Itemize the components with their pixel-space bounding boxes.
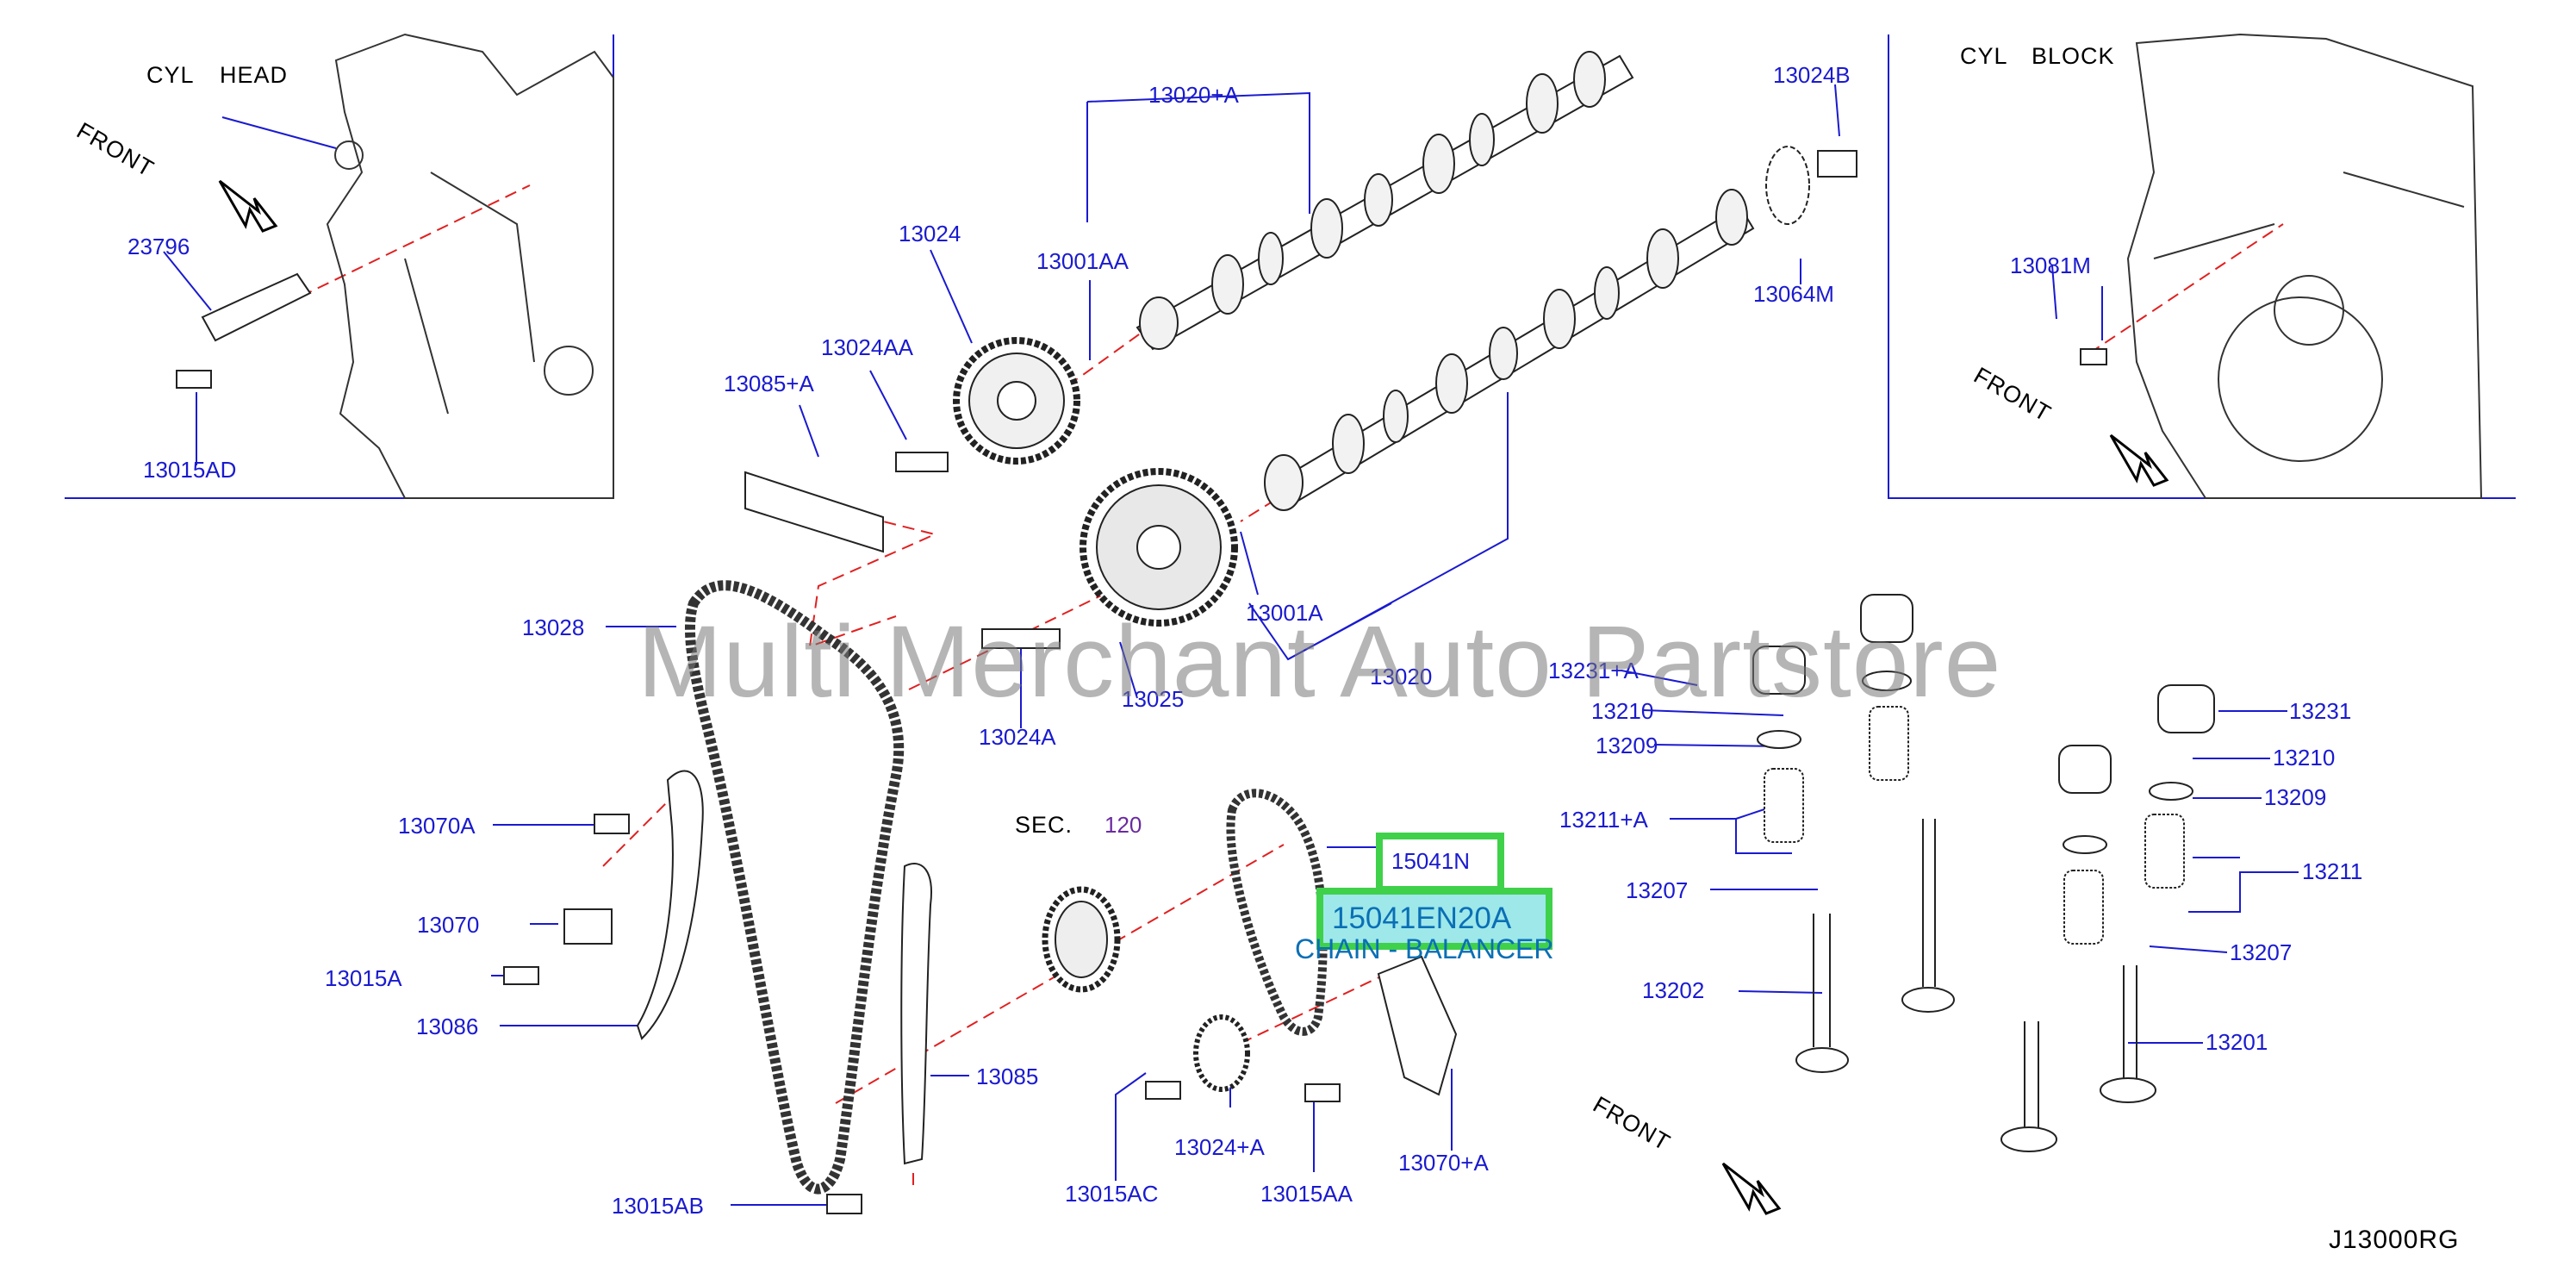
part-13081m[interactable]: 13081M xyxy=(2010,253,2091,278)
crank-sprocket xyxy=(1193,1014,1250,1092)
chain-guide-13085 xyxy=(900,863,932,1165)
highlight-description: CHAIN - BALANCER xyxy=(1295,933,1554,964)
cyl-block-label-a: CYL xyxy=(1960,43,2008,69)
cylinder-head-sketch xyxy=(326,33,614,499)
part-13231[interactable]: 13231 xyxy=(2289,698,2352,724)
part-13064m[interactable]: 13064M xyxy=(1753,281,1834,307)
retainer-plate xyxy=(1765,146,1810,225)
part-13210[interactable]: 13210 xyxy=(1591,698,1654,724)
chain-guide-13085a xyxy=(744,471,884,553)
part-13070[interactable]: 13070 xyxy=(417,912,480,938)
vtc-solenoid xyxy=(201,272,312,342)
balancer-tensioner xyxy=(1377,955,1458,1096)
part-13015aa[interactable]: 13015AA xyxy=(1260,1181,1353,1207)
part-13024aa[interactable]: 13024AA xyxy=(821,334,913,360)
part-13024a[interactable]: 13024A xyxy=(979,724,1056,750)
cyl-head-label-a: CYL xyxy=(146,62,195,88)
cam-sprocket xyxy=(953,337,1080,465)
highlight-part-number: 15041N xyxy=(1391,848,1471,874)
part-13015ab[interactable]: 13015AB xyxy=(612,1193,704,1219)
part-13015ad[interactable]: 13015AD xyxy=(143,457,237,483)
vtc-sprocket xyxy=(1080,468,1238,627)
part-13025[interactable]: 13025 xyxy=(1122,686,1185,712)
part-13209-b[interactable]: 13209 xyxy=(2264,784,2327,810)
camshaft-upper xyxy=(1136,51,1634,351)
part-13231a[interactable]: 13231+A xyxy=(1548,658,1639,683)
part-13024b[interactable]: 13024B xyxy=(1773,62,1851,88)
part-13201[interactable]: 13201 xyxy=(2206,1029,2268,1055)
part-13015a[interactable]: 13015A xyxy=(325,965,402,991)
chain-guide-13086 xyxy=(636,770,704,1040)
part-13001aa[interactable]: 13001AA xyxy=(1036,248,1129,274)
sec-number[interactable]: 120 xyxy=(1104,812,1142,838)
chain-tensioner-13070 xyxy=(563,908,613,945)
part-13024a-2[interactable]: 13024+A xyxy=(1174,1134,1265,1160)
part-13070a-2[interactable]: 13070+A xyxy=(1398,1150,1489,1176)
part-13001a[interactable]: 13001A xyxy=(1246,600,1323,626)
front-arrow-icon-3 xyxy=(1721,1162,1782,1215)
bolts xyxy=(176,150,2107,1214)
highlight-oem-box[interactable]: 15041EN20A xyxy=(1316,888,1552,950)
front-arrow-icon xyxy=(218,179,278,233)
part-13070a[interactable]: 13070A xyxy=(398,813,476,839)
part-13086[interactable]: 13086 xyxy=(416,1014,479,1039)
cyl-block-inset-frame xyxy=(1888,34,2516,499)
timing-chain xyxy=(685,580,905,1195)
cylinder-block-sketch xyxy=(2126,33,2483,499)
part-13020a[interactable]: 13020+A xyxy=(1148,82,1239,108)
part-13015ac[interactable]: 13015AC xyxy=(1065,1181,1159,1207)
watermark: Multi Merchant Auto Partstore xyxy=(638,605,2002,719)
part-13210-b[interactable]: 13210 xyxy=(2273,745,2336,771)
part-13207-b[interactable]: 13207 xyxy=(2230,939,2293,965)
front-arrows xyxy=(218,179,2169,1215)
part-13085[interactable]: 13085 xyxy=(976,1064,1039,1089)
part-13085a[interactable]: 13085+A xyxy=(724,371,814,396)
part-13209[interactable]: 13209 xyxy=(1596,733,1658,758)
balancer-gear xyxy=(1042,886,1121,993)
cyl-block-label-b: BLOCK xyxy=(2032,43,2115,69)
part-13211a[interactable]: 13211+A xyxy=(1559,807,1648,833)
highlight-part-box[interactable]: 15041N xyxy=(1376,833,1504,893)
valve-train xyxy=(1752,594,2215,1152)
cyl-head-label-b: HEAD xyxy=(220,62,289,88)
diagram-code: J13000RG xyxy=(2329,1226,2460,1254)
part-13028[interactable]: 13028 xyxy=(522,615,585,640)
part-13207[interactable]: 13207 xyxy=(1626,877,1689,903)
sec-label: SEC. xyxy=(1015,812,1073,838)
part-13020[interactable]: 13020 xyxy=(1370,664,1433,689)
front-arrow-icon-2 xyxy=(2109,434,2169,487)
part-13024[interactable]: 13024 xyxy=(899,221,961,246)
balancer-chain xyxy=(1226,789,1328,1036)
camshaft-lower xyxy=(1264,189,1755,511)
part-13211[interactable]: 13211 xyxy=(2302,858,2363,884)
part-23796[interactable]: 23796 xyxy=(128,234,190,259)
highlight-oem-number: 15041EN20A xyxy=(1332,902,1512,935)
part-13202[interactable]: 13202 xyxy=(1642,977,1705,1003)
